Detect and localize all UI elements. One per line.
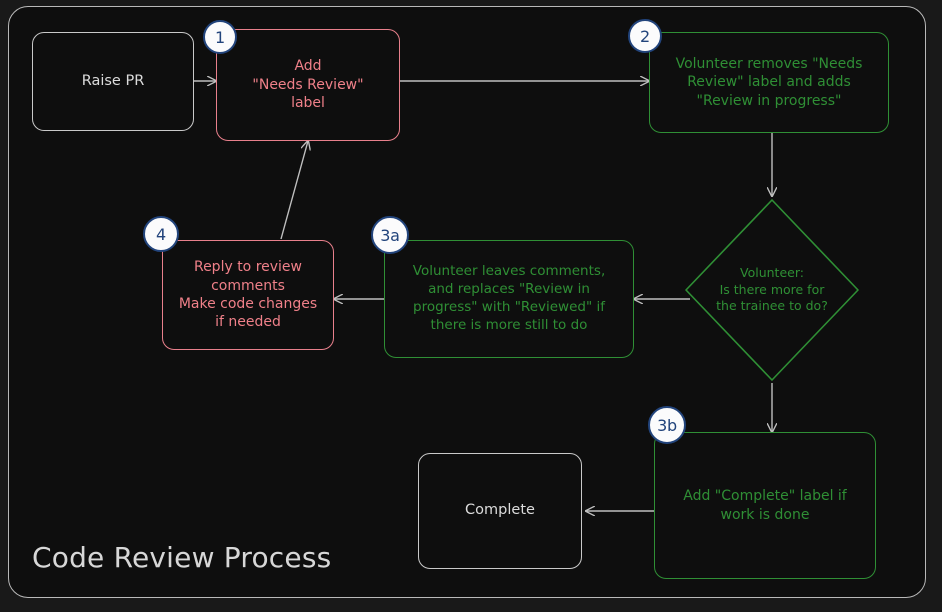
node-leave-comments[interactable]: Volunteer leaves comments, and replaces … — [384, 240, 634, 358]
node-add-label[interactable]: Add "Needs Review" label — [216, 29, 400, 141]
step-badge-4-text: 4 — [156, 224, 166, 244]
step-badge-4: 4 — [143, 216, 179, 252]
node-reply-to-comments[interactable]: Reply to review comments Make code chang… — [162, 240, 334, 350]
node-volunteer-takes-review-label: Volunteer removes "Needs Review" label a… — [675, 55, 863, 109]
node-reply-to-comments-label: Reply to review comments Make code chang… — [178, 259, 318, 331]
node-complete-label: Complete — [465, 502, 535, 519]
step-badge-1: 1 — [203, 20, 237, 54]
node-add-complete-label[interactable]: Add "Complete" label if work is done — [654, 432, 876, 579]
node-add-complete-label-label: Add "Complete" label if work is done — [683, 488, 847, 523]
node-decision[interactable]: Volunteer: Is there more for the trainee… — [682, 196, 862, 384]
step-badge-3a: 3a — [371, 216, 409, 254]
node-add-label-label: Add "Needs Review" label — [252, 58, 364, 112]
step-badge-3a-text: 3a — [380, 225, 400, 245]
page-title: Code Review Process — [32, 541, 332, 574]
node-leave-comments-label: Volunteer leaves comments, and replaces … — [412, 263, 606, 333]
node-volunteer-takes-review[interactable]: Volunteer removes "Needs Review" label a… — [649, 32, 889, 133]
step-badge-2: 2 — [628, 19, 662, 53]
step-badge-3b: 3b — [648, 406, 686, 444]
decision-diamond-shape — [685, 199, 859, 381]
step-badge-2-text: 2 — [640, 26, 650, 46]
step-badge-3b-text: 3b — [657, 415, 677, 435]
node-raise-pr[interactable]: Raise PR — [32, 32, 194, 131]
node-decision-label: Volunteer: Is there more for the trainee… — [716, 264, 828, 314]
node-raise-pr-label: Raise PR — [81, 72, 145, 89]
node-complete[interactable]: Complete — [418, 453, 582, 569]
step-badge-1-text: 1 — [215, 27, 225, 47]
